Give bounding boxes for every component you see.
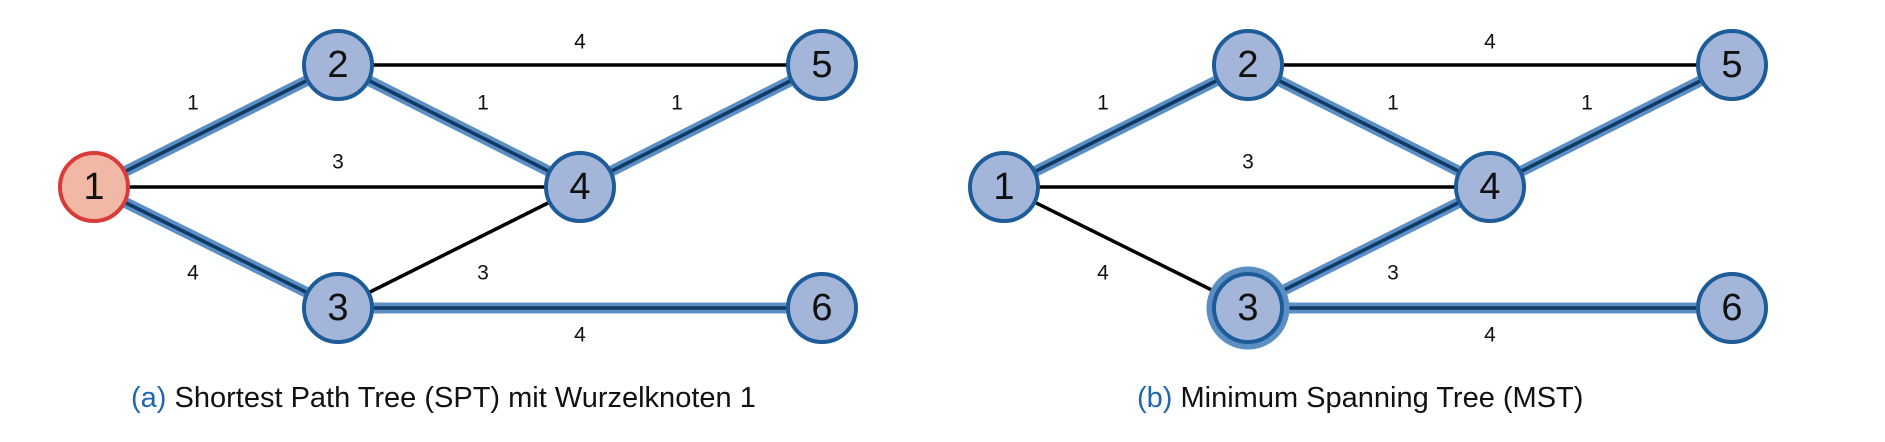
node-label-1: 1 (993, 166, 1014, 208)
node-label-4: 4 (1479, 166, 1500, 208)
node-6: 6 (786, 272, 858, 344)
edge-weight-2-4: 1 (1387, 92, 1399, 115)
edge-1-3-tree (88, 181, 344, 314)
edge-weight-1-4: 3 (1242, 151, 1254, 174)
caption-mst-tag: (b) (1137, 382, 1173, 414)
node-4: 4 (1454, 151, 1526, 223)
edge-weight-3-4: 3 (477, 262, 489, 285)
edge-weight-4-5: 1 (1581, 92, 1593, 115)
node-label-3: 3 (327, 287, 348, 329)
edge-weight-4-5: 1 (671, 92, 683, 115)
edge-2-4-tree (332, 59, 586, 193)
edge-1-2-tree (998, 59, 1254, 193)
node-3: 3 (302, 272, 374, 344)
edge-weight-1-4: 3 (332, 151, 344, 174)
edge-4-5-tree (574, 59, 828, 193)
node-label-4: 4 (569, 166, 590, 208)
panel-mst: 1 3 4 4 1 1 3 4 1 2 3 4 5 6 (968, 29, 1768, 350)
node-label-6: 6 (811, 287, 832, 329)
caption-mst: (b) Minimum Spanning Tree (MST) (1137, 382, 1583, 415)
node-2: 2 (302, 29, 374, 101)
node-2: 2 (1212, 29, 1284, 101)
edge-4-5-tree (1484, 59, 1738, 193)
edge-weight-1-3: 4 (187, 262, 199, 285)
edge-weight-3-4: 3 (1387, 262, 1399, 285)
node-label-5: 5 (811, 44, 832, 86)
edge-weight-3-6: 4 (1484, 324, 1496, 347)
edge-weight-2-4: 1 (477, 92, 489, 115)
edge-1-3 (1003, 185, 1249, 310)
panel-spt: 1 3 4 4 1 1 3 4 1 2 3 4 5 6 (58, 29, 858, 347)
edge-weight-1-3: 4 (1097, 262, 1109, 285)
node-5: 5 (1696, 29, 1768, 101)
edge-weight-1-2: 1 (187, 92, 199, 115)
node-6: 6 (1696, 272, 1768, 344)
node-label-3: 3 (1237, 287, 1258, 329)
caption-mst-text: Minimum Spanning Tree (MST) (1180, 382, 1584, 414)
caption-spt-tag: (a) (131, 382, 167, 414)
node-label-2: 2 (1237, 44, 1258, 86)
edge-3-4 (337, 185, 581, 310)
node-label-2: 2 (327, 44, 348, 86)
node-3: 3 (1206, 266, 1290, 350)
node-label-1: 1 (83, 166, 104, 208)
edge-weight-2-5: 4 (574, 31, 586, 54)
caption-spt-text: Shortest Path Tree (SPT) mit Wurzelknote… (174, 382, 756, 414)
edge-1-2-tree (88, 59, 344, 193)
edge-weight-2-5: 4 (1484, 31, 1496, 54)
node-5: 5 (786, 29, 858, 101)
node-4: 4 (544, 151, 616, 223)
node-1: 1 (968, 151, 1040, 223)
edge-weight-1-2: 1 (1097, 92, 1109, 115)
edge-weight-3-6: 4 (574, 324, 586, 347)
node-1: 1 (58, 151, 130, 223)
caption-spt: (a) Shortest Path Tree (SPT) mit Wurzelk… (131, 382, 756, 415)
edge-3-4-tree (1242, 181, 1496, 314)
node-label-6: 6 (1721, 287, 1742, 329)
edge-2-4-tree (1242, 59, 1496, 193)
node-label-5: 5 (1721, 44, 1742, 86)
